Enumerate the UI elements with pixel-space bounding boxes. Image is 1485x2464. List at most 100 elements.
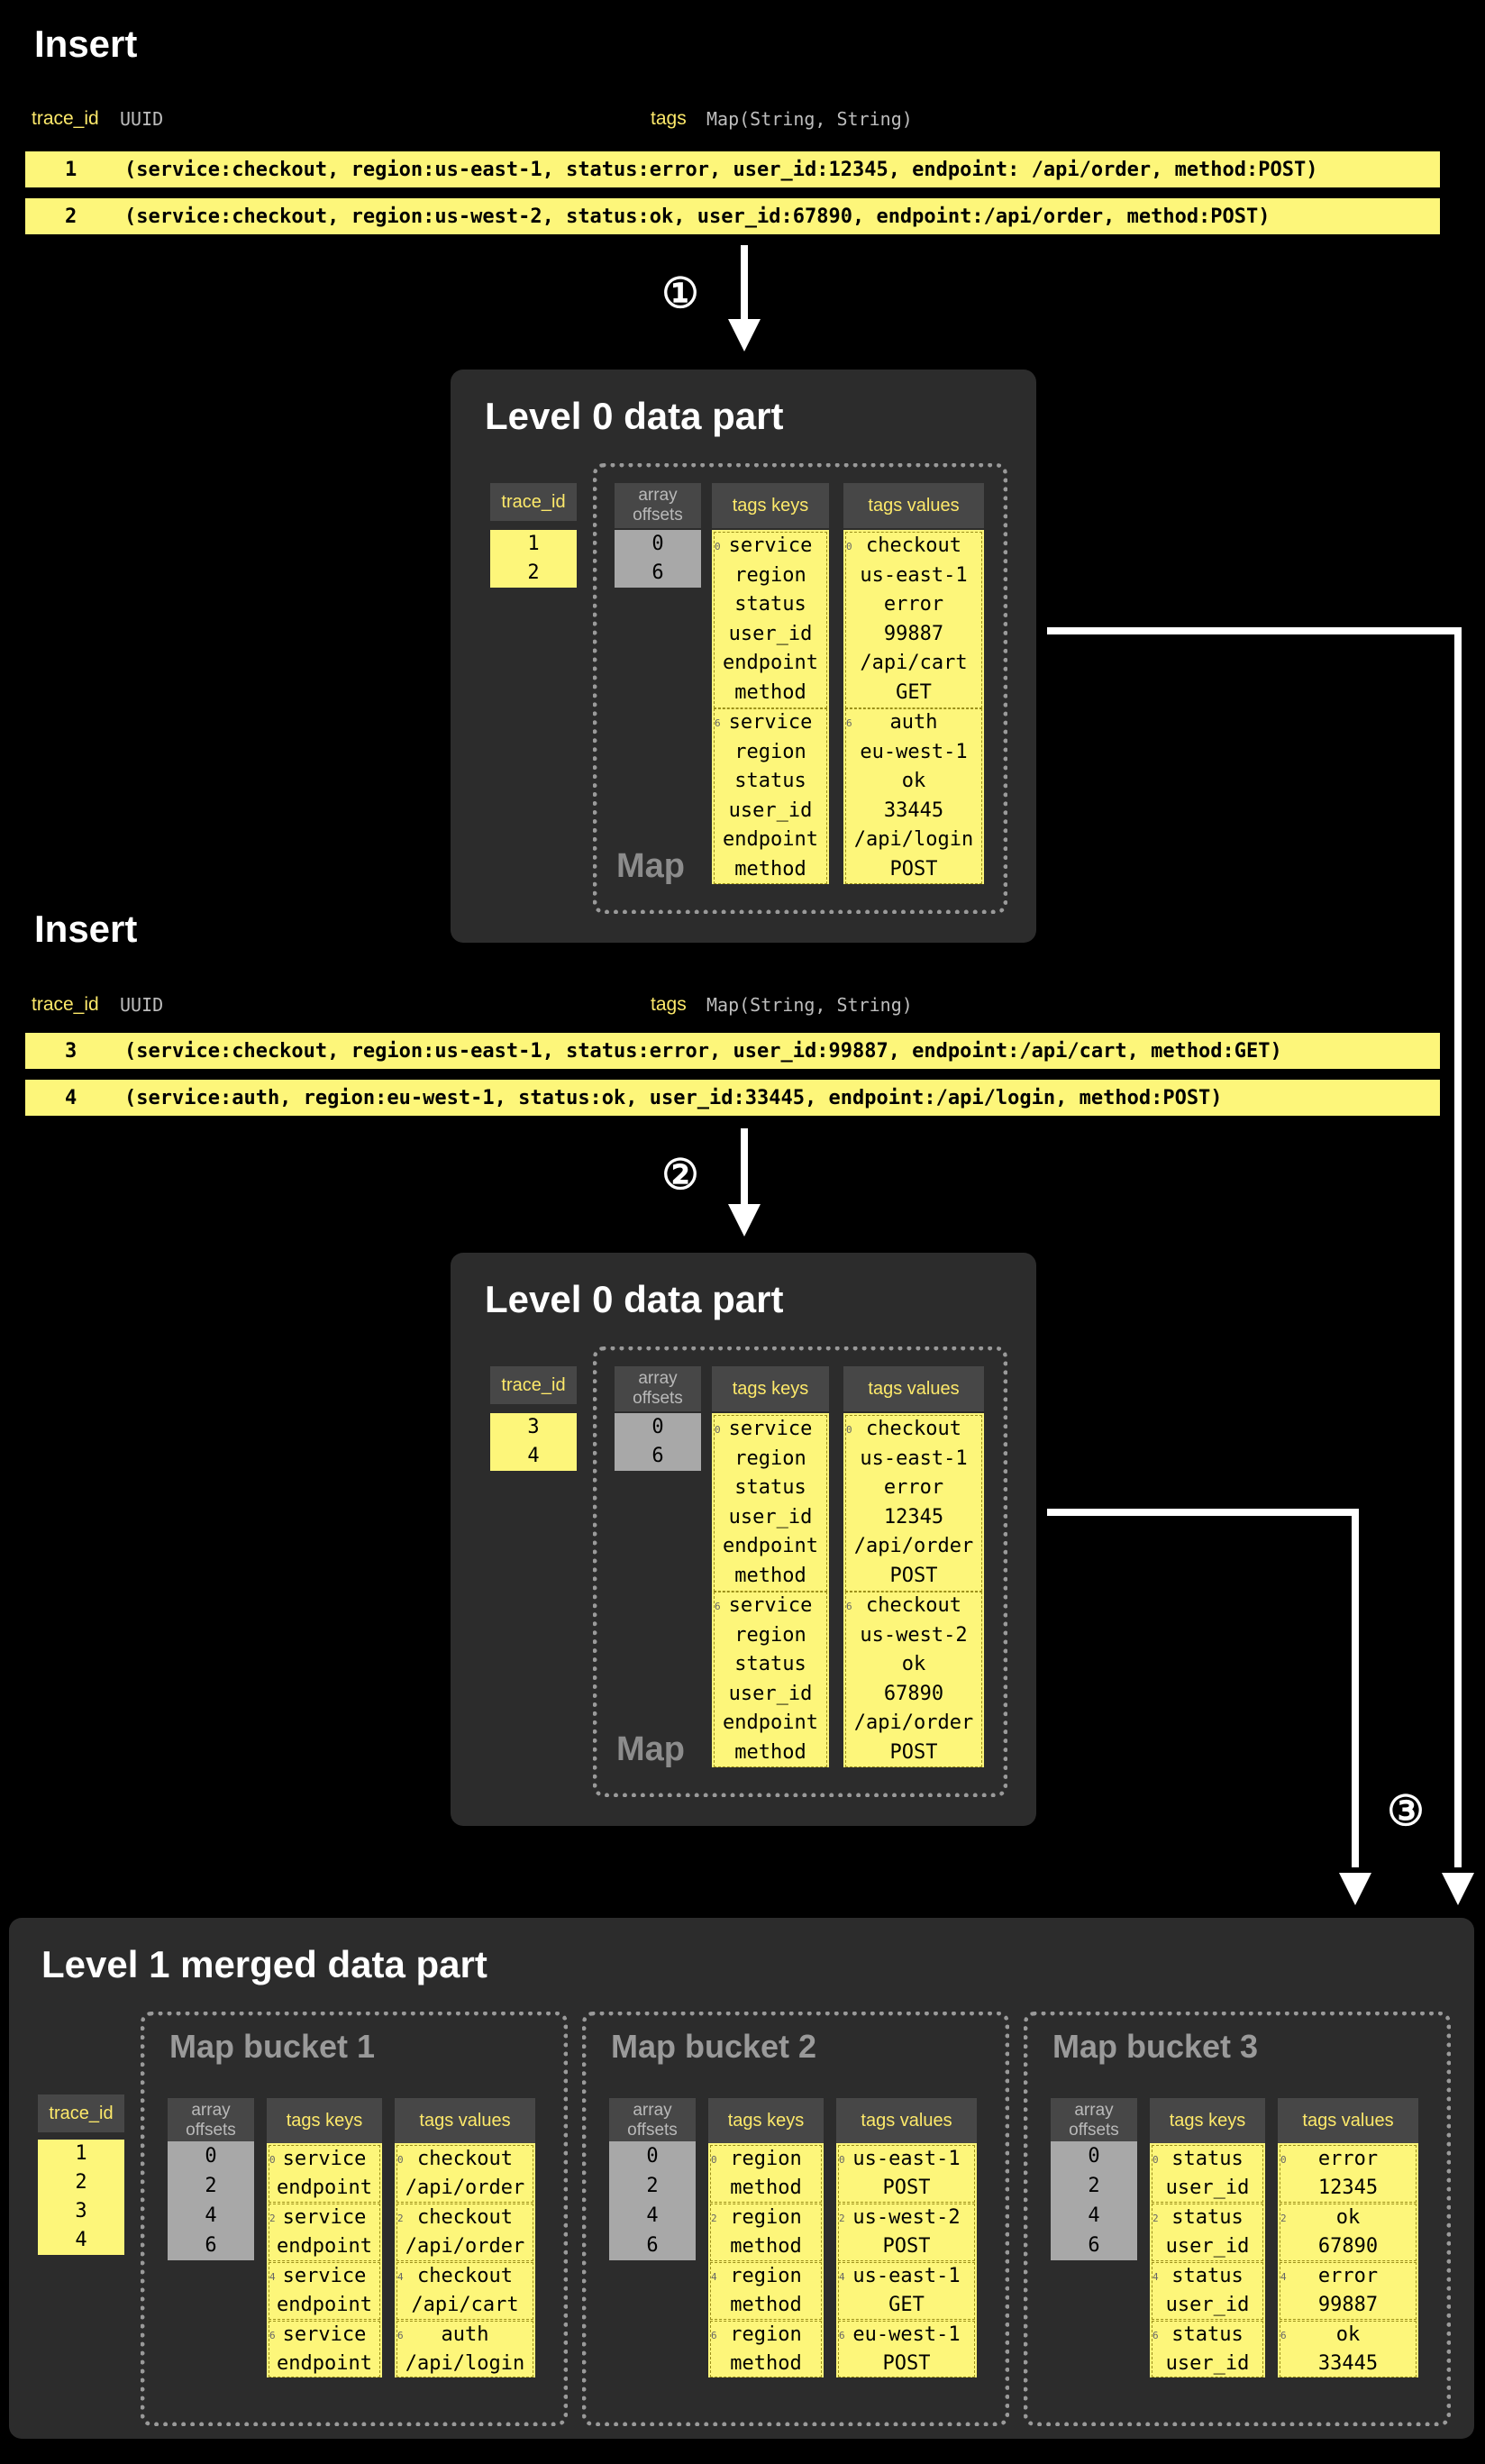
value-group: [1280, 2262, 1417, 2320]
key-cell: method: [734, 1564, 806, 1587]
value-cell: /api/order: [405, 2235, 525, 2258]
group-index: 0: [711, 2154, 717, 2166]
connector-part1-arrowhead: [1442, 1873, 1474, 1905]
step-1-marker: ①: [661, 269, 699, 316]
row-trace-id: 2: [65, 205, 77, 228]
group-index: 6: [711, 2330, 717, 2341]
key-cell: region: [734, 1446, 806, 1470]
key-cell: user_id: [1165, 2177, 1250, 2199]
value-list: ok 33445: [1278, 2321, 1418, 2378]
group-index: 0: [1280, 2154, 1287, 2166]
value-cell: checkout: [417, 2206, 513, 2229]
key-cell: user_id: [1165, 2294, 1250, 2316]
key-group: [269, 2321, 380, 2377]
value-group: [845, 1592, 982, 1767]
key-cell: endpoint: [723, 1711, 818, 1735]
key-cell: service: [282, 2148, 367, 2170]
value-group: [838, 2262, 975, 2320]
connector-part1-vertical: [1454, 627, 1462, 1867]
group-index: 2: [711, 2213, 717, 2224]
value-group: [838, 2145, 975, 2203]
row-trace-id: 3: [65, 1039, 77, 1063]
schema-tags-type: Map(String, String): [706, 994, 913, 1016]
trace-id-header: trace_id: [490, 1366, 577, 1404]
value-list: us-east-1 GET: [836, 2262, 977, 2320]
group-index: 4: [397, 2271, 404, 2283]
key-list: status user_id: [1150, 2145, 1265, 2203]
row-tags: (service:auth, region:eu-west-1, status:…: [124, 1086, 1223, 1109]
map-bucket-1: Map bucket 1 array offsets 0 2 4 6 tags …: [141, 2012, 568, 2426]
group-index: 6: [846, 1601, 852, 1612]
offsets-header: array offsets: [609, 2098, 696, 2143]
offsets-column: 0 2 4 6: [609, 2141, 696, 2260]
map-bucket-3: Map bucket 3 array offsets 0 2 4 6 tags …: [1024, 2012, 1451, 2426]
value-list: us-west-2 POST: [836, 2204, 977, 2261]
group-index: 2: [1152, 2213, 1159, 2224]
offset-cell: 6: [651, 561, 664, 584]
key-group: [269, 2145, 380, 2203]
offsets-column: 0 2 4 6: [1051, 2141, 1137, 2260]
value-cell: 67890: [1317, 2235, 1379, 2258]
arrow-1-head: [728, 319, 761, 351]
value-cell: /api/order: [853, 1535, 974, 1558]
key-list: service endpoint: [267, 2262, 382, 2320]
key-list: region method: [708, 2321, 824, 2378]
value-cell: POST: [889, 857, 938, 881]
value-list: checkout /api/order: [395, 2204, 535, 2261]
value-group: [396, 2204, 533, 2261]
group-index: 6: [397, 2330, 404, 2341]
key-cell: region: [734, 563, 806, 587]
key-cell: endpoint: [277, 2294, 372, 2316]
key-cell: user_id: [1165, 2352, 1250, 2375]
group-index: 2: [269, 2213, 276, 2224]
row-trace-id: 4: [65, 1086, 77, 1109]
offset-cell: 6: [1088, 2234, 1100, 2257]
group-index: 2: [397, 2213, 404, 2224]
group-index: 0: [715, 541, 721, 552]
value-list: auth eu-west-1 ok 33445 /api/login POST: [843, 708, 984, 885]
offset-cell: 4: [1088, 2204, 1100, 2227]
key-list: status user_id: [1150, 2321, 1265, 2378]
offsets-column: 0 6: [615, 530, 701, 588]
values-column: [843, 1413, 984, 1767]
key-group: [714, 1415, 827, 1592]
arrow-1-shaft: [741, 245, 748, 319]
level0-part-2: Level 0 data part trace_id 3 4 Map array…: [451, 1253, 1036, 1826]
group-index: 0: [846, 541, 852, 552]
values-header: tags values: [836, 2098, 977, 2143]
key-cell: service: [728, 1594, 813, 1617]
bucket-border: [582, 2012, 1009, 2426]
level1-merged-part: Level 1 merged data part trace_id 1 2 3 …: [9, 1918, 1474, 2439]
row-tags: (service:checkout, region:us-east-1, sta…: [124, 158, 1318, 181]
insert-row: 2 (service:checkout, region:us-west-2, s…: [25, 198, 1440, 234]
keys-header: tags keys: [267, 2098, 382, 2143]
value-cell: us-east-1: [860, 563, 968, 587]
offset-cell: 2: [1088, 2175, 1100, 2197]
key-cell: service: [282, 2265, 367, 2287]
keys-column: [712, 530, 829, 884]
trace-id-cell: 4: [75, 2229, 87, 2251]
value-list: checkout us-east-1 error 12345 /api/orde…: [843, 1415, 984, 1592]
group-index: 2: [839, 2213, 845, 2224]
value-cell: GET: [888, 2294, 925, 2316]
key-cell: region: [730, 2148, 802, 2170]
offset-cell: 6: [205, 2234, 217, 2257]
value-list: ok 67890: [1278, 2204, 1418, 2261]
value-cell: POST: [889, 1740, 938, 1764]
value-cell: 99887: [883, 622, 944, 645]
trace-id-header: trace_id: [490, 483, 577, 521]
key-list: service region status user_id endpoint m…: [712, 1415, 829, 1592]
schema-tags-type: Map(String, String): [706, 108, 913, 130]
key-group: [269, 2262, 380, 2320]
value-cell: /api/login: [853, 828, 974, 852]
key-list: service endpoint: [267, 2204, 382, 2261]
key-cell: user_id: [1165, 2235, 1250, 2258]
key-list: status user_id: [1150, 2204, 1265, 2261]
value-cell: auth: [889, 711, 938, 734]
key-list: service endpoint: [267, 2145, 382, 2203]
value-cell: ok: [901, 770, 926, 793]
key-group: [710, 2262, 822, 2320]
map-container: [593, 1346, 1007, 1797]
trace-id-column: 1 2 3 4: [38, 2140, 124, 2255]
key-list: region method: [708, 2262, 824, 2320]
